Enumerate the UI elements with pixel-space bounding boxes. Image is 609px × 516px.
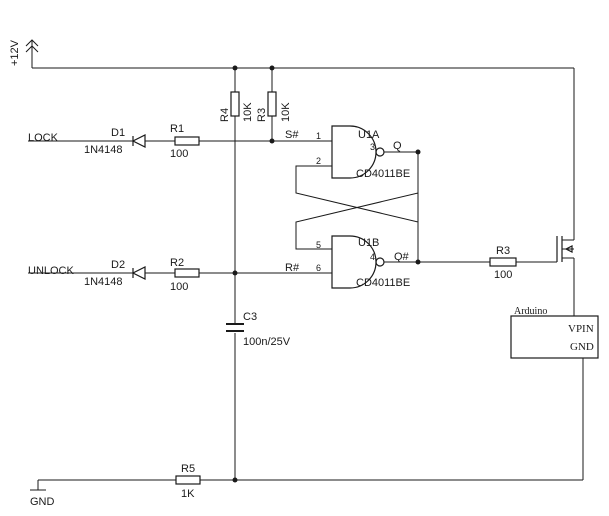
- d1-value: 1N4148: [84, 144, 123, 156]
- q-label: Q: [393, 140, 402, 152]
- resistor-r3-pullup: R3 10K: [256, 68, 292, 141]
- arduino-vpin: VPIN: [568, 323, 594, 335]
- u1b-pin4: 4: [370, 252, 375, 262]
- d1-ref: D1: [111, 127, 125, 139]
- resistor-r1: R1 100: [170, 123, 200, 160]
- unlock-label: UNLOCK: [28, 265, 75, 277]
- u1a-pin1: 1: [316, 131, 321, 141]
- capacitor-c3: C3 100n/25V: [226, 311, 291, 348]
- supply-label: +12V: [9, 39, 21, 66]
- r3-gate-value: 100: [494, 269, 512, 281]
- cross-coupling-wires: [295, 152, 419, 262]
- arduino-block: Arduino VPIN GND: [510, 306, 599, 359]
- arduino-gnd: GND: [570, 341, 594, 353]
- c3-ref: C3: [243, 311, 257, 323]
- r3-gate-ref: R3: [496, 245, 510, 257]
- u1b-pin6: 6: [316, 263, 321, 273]
- u1a-part: CD4011BE: [356, 168, 410, 180]
- r1-value: 100: [170, 148, 188, 160]
- junction-dot: [232, 477, 238, 483]
- u1b-pin5: 5: [316, 240, 321, 250]
- supply-symbol: +12V: [9, 39, 39, 68]
- u1a-ref: U1A: [358, 129, 380, 141]
- ground-label: GND: [30, 496, 55, 508]
- u1b-ref: U1B: [358, 237, 379, 249]
- diode-d1: D1 1N4148: [84, 127, 146, 156]
- q-bar-label: Q#: [394, 251, 410, 263]
- diode-d2: D2 1N4148: [84, 259, 146, 288]
- u1a-pin2: 2: [316, 156, 321, 166]
- s-bar-label: S#: [285, 129, 299, 141]
- c3-value: 100n/25V: [243, 336, 291, 348]
- r-bar-label: R#: [285, 262, 300, 274]
- arduino-title: Arduino: [514, 306, 547, 317]
- r4-ref: R4: [219, 108, 231, 122]
- resistor-r2: R2 100: [170, 257, 200, 293]
- lock-label: LOCK: [28, 132, 59, 144]
- r3-pullup-ref: R3: [256, 108, 268, 122]
- ground-symbol: GND: [30, 480, 55, 508]
- r2-ref: R2: [170, 257, 184, 269]
- resistor-r5: R5 1K: [175, 463, 201, 500]
- r3-pullup-value: 10K: [280, 102, 292, 122]
- r4-value: 10K: [242, 102, 254, 122]
- r5-ref: R5: [181, 463, 195, 475]
- resistor-r3-gate: R3 100: [489, 245, 517, 281]
- r1-ref: R1: [170, 123, 184, 135]
- r5-value: 1K: [181, 488, 195, 500]
- r2-value: 100: [170, 281, 188, 293]
- u1b-part: CD4011BE: [356, 277, 410, 289]
- u1a-pin3: 3: [370, 142, 375, 152]
- junction-dot: [232, 270, 238, 276]
- nand-gate-u1a: U1A CD4011BE 1 2 3: [316, 125, 410, 180]
- resistor-r4: R4 10K: [219, 68, 254, 480]
- d2-ref: D2: [111, 259, 125, 271]
- d2-value: 1N4148: [84, 276, 123, 288]
- mosfet-switch: [556, 68, 575, 316]
